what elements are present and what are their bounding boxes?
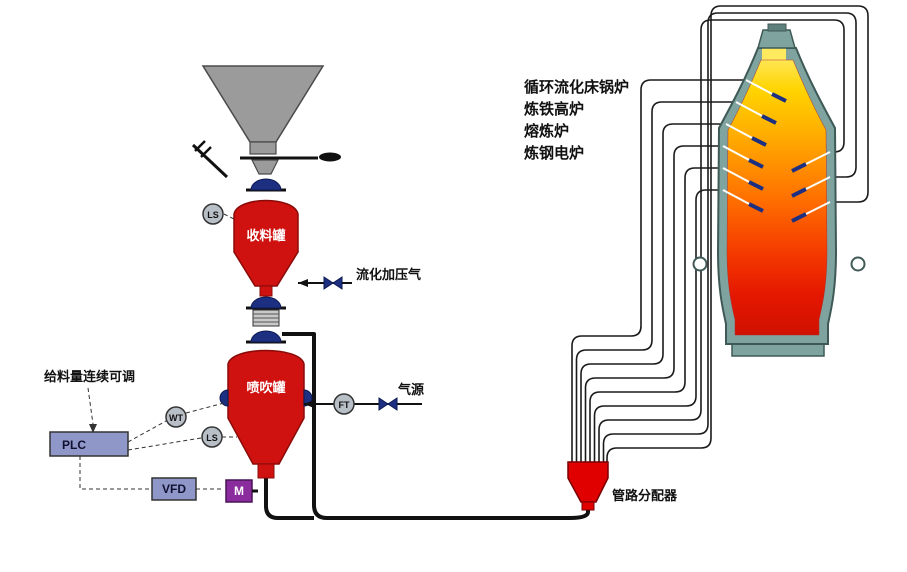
inlet-flange	[194, 140, 206, 152]
pipeline-distributor: 管路分配器	[567, 461, 678, 511]
weight-transmitter-label: WT	[169, 413, 183, 423]
dome-valve-top	[246, 178, 286, 192]
level-switch-bottom-label: LS	[206, 433, 218, 443]
level-switch-top-label: LS	[207, 210, 219, 220]
receiving-tank-label: 收料罐	[246, 228, 285, 243]
injection-tank-body	[227, 349, 305, 465]
distributor-stem	[581, 501, 595, 511]
conveying-pipe	[593, 189, 727, 462]
control-chain: 给料量连续可调 PLC VFD M	[44, 369, 258, 503]
inlet-flange	[200, 146, 212, 158]
outlet-pipe	[259, 285, 273, 297]
vfd-label: VFD	[162, 482, 186, 496]
butterfly-valve-icon	[387, 397, 398, 411]
dome-valve-icon	[250, 330, 282, 343]
fluidizing-gas-line: 流化加压气	[298, 267, 421, 290]
instrument-circle	[201, 426, 223, 448]
plc-box	[49, 431, 129, 457]
pipe-loop-left-icon	[692, 256, 708, 272]
distributor-body	[567, 461, 609, 503]
flow-arrow-icon	[298, 279, 308, 287]
hopper-body	[201, 65, 325, 143]
main-transport-pipe	[264, 332, 590, 520]
conveying-pipe	[580, 123, 730, 462]
furnace-base	[731, 343, 825, 357]
instrument-circle	[202, 203, 224, 225]
level-switch-top: LS	[202, 203, 237, 225]
butterfly-valve-icon	[323, 276, 334, 290]
feed-note-label: 给料量连续可调	[44, 369, 135, 384]
receiving-tank-body	[233, 199, 299, 287]
receiving-tank: 收料罐	[233, 199, 299, 287]
conveying-pipe	[606, 5, 869, 462]
level-switch-bottom: LS	[201, 426, 237, 448]
application-item: 循环流化床锅炉	[524, 78, 629, 96]
application-item: 炼钢电炉	[524, 144, 584, 162]
furnace	[692, 23, 866, 357]
handwheel-icon	[319, 152, 341, 162]
inter-vessel-train	[246, 285, 286, 344]
conveying-pipe	[575, 101, 740, 462]
injection-lances	[722, 79, 831, 223]
plc-label: PLC	[62, 438, 86, 452]
hopper-outlet-cone	[251, 159, 279, 175]
hopper-neck	[249, 141, 277, 155]
fluidizing-nozzle-icon	[219, 389, 229, 407]
injection-tank-label: 喷吹罐	[246, 380, 285, 395]
arrow-down-icon	[89, 424, 97, 433]
flow-transmitter-label: FT	[339, 400, 350, 410]
motor-label: M	[234, 484, 244, 498]
inlet-pipe	[191, 143, 229, 179]
conveying-pipe	[584, 145, 727, 462]
furnace-interior	[726, 59, 828, 336]
feed-hopper	[191, 65, 341, 179]
conveying-pipe	[589, 167, 727, 462]
tank-outlet	[257, 463, 275, 479]
injection-tank: 喷吹罐	[219, 349, 313, 479]
application-item: 炼铁高炉	[524, 100, 584, 118]
application-list: 循环流化床锅炉 炼铁高炉 熔炼炉 炼钢电炉	[524, 78, 629, 162]
furnace-cap-top	[767, 23, 787, 32]
pipe-bundle	[571, 5, 869, 462]
distributor-label: 管路分配器	[612, 488, 678, 503]
instrument-circle	[165, 406, 187, 428]
gas-source-label: 气源	[398, 382, 424, 397]
dome-valve-icon	[250, 178, 282, 191]
flow-arrow-icon	[304, 400, 314, 408]
conveying-pipe	[598, 19, 845, 462]
butterfly-valve-icon	[378, 397, 389, 411]
instrument-circle	[333, 393, 355, 415]
conveying-pipe	[571, 79, 750, 462]
fluidizing-gas-label: 流化加压气	[356, 267, 421, 282]
furnace-cap	[757, 29, 796, 49]
pipe-loop-right-icon	[850, 256, 866, 272]
butterfly-valve-icon	[332, 276, 343, 290]
dome-valve-icon	[250, 296, 282, 309]
application-item: 熔炼炉	[524, 122, 569, 140]
weight-transmitter: WT	[165, 401, 229, 428]
gas-source-line: FT 气源	[304, 382, 424, 415]
